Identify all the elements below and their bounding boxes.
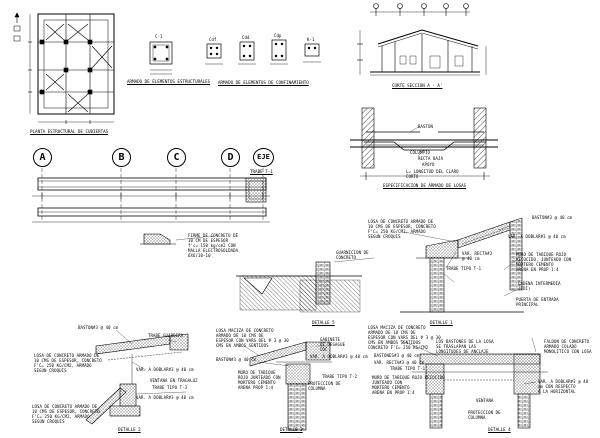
note-baston-lengths: LOS BASTONES DE LA LOSA SE TRASLAPAN LAS… bbox=[436, 339, 494, 354]
note-cadena-d1: CADENA INTERMEDIA (CDI) bbox=[518, 281, 561, 291]
note-losa-d2b: LOSA DE CONCRETO ARMADO DE 10 CMS DE ESP… bbox=[32, 404, 100, 424]
slab-columpio-label: COLUMPIO bbox=[410, 150, 431, 155]
note-guarnicion: GUARNICION DE CONCRETO bbox=[336, 250, 369, 260]
note-losa-d2: LOSA DE CONCRETO ARMADO DE 10 CMS DE ESP… bbox=[34, 353, 102, 373]
tag-c1: C-1 bbox=[155, 34, 163, 39]
title-detail-3: DETALLE 3 bbox=[280, 427, 303, 432]
slab-longitud-label: L= LONGITUD DEL CLARO CORTO bbox=[406, 169, 459, 179]
title-confinement-reinforcement: ARMADO DE ELEMENTOS DE CONFINAMIENTO bbox=[218, 80, 309, 85]
slab-recta-baja-label: RECTA BAJA bbox=[418, 156, 444, 161]
title-detail-2: DETALLE 2 bbox=[118, 427, 141, 432]
leader-lines bbox=[115, 225, 537, 395]
cross-section-a-a bbox=[357, 3, 487, 76]
beam-elevation bbox=[32, 168, 270, 223]
note-var-d2b: VAR. A DOBLAR#3 @ 40 cm bbox=[136, 395, 194, 400]
detail-1-canopy bbox=[400, 217, 524, 313]
slab-reinforcement-spec bbox=[350, 107, 498, 180]
slab-apoyo-label: APOYO bbox=[422, 162, 435, 167]
slab-baston-label: BASTON bbox=[418, 124, 434, 129]
note-baston-d3: BASTON#3 @ 40 cm bbox=[216, 357, 257, 362]
trabe-t1-section bbox=[245, 177, 267, 203]
title-detail-5: DETALLE 5 bbox=[312, 320, 335, 325]
detail-5-ground bbox=[236, 261, 362, 313]
note-trabe-t2: TRABE TIPO T-2 bbox=[322, 374, 358, 379]
tag-cdd: Cdd bbox=[242, 35, 250, 40]
axis-bubble-c: C bbox=[167, 148, 186, 167]
note-var-recta-d4: VAR. RECTA#3 @ 40 cm bbox=[374, 360, 425, 365]
detail-2-skylight bbox=[85, 333, 189, 425]
detail-4-faldon bbox=[412, 353, 548, 429]
note-baston-d1: BASTON#3 @ 40 cm bbox=[532, 215, 573, 220]
column-sections bbox=[149, 39, 321, 75]
title-trabe-t1: TRABE T-1 bbox=[250, 169, 273, 174]
title-section-a-a: CORTE SECCION A - A' bbox=[392, 83, 443, 88]
firme-detail bbox=[140, 233, 176, 245]
note-var-d2: VAR. A DOBLAR#3 @ 40 cm bbox=[136, 367, 194, 372]
note-firme: FIRME DE CONCRETO DE 10 CM DE ESPESOR f'… bbox=[188, 233, 239, 258]
note-trabe-t3: TRABE TIPO T-3 bbox=[152, 385, 188, 390]
note-var-d4: VAR. A DOBLAR#3 @ 40 cm CON RESPECTO A L… bbox=[538, 379, 589, 394]
note-proteccion-d4: PROTECCION DE COLUMNA bbox=[468, 410, 501, 420]
title-slab-spec: ESPECIFICACION DE ARMADO DE LOSAS bbox=[383, 183, 467, 188]
note-trabe-t1-d4: TRABE TIPO T-1 bbox=[390, 366, 426, 371]
note-gabinete-d3: GABINETE DE DESAGUE CDC bbox=[320, 337, 346, 352]
note-faldon: FALDON DE CONCRETO ARMADO COLADO MONOLIT… bbox=[544, 339, 592, 354]
note-trabe-d1: TRABE TIPO T-1 bbox=[446, 266, 482, 271]
axis-bubble-e: EJE bbox=[253, 148, 274, 167]
note-muro-d4: MURO DE TABIQUE ROJO RECOCIDO JUNTEADO C… bbox=[372, 375, 445, 395]
note-losa-d4: LOSA MACIZA DE CONCRETO ARMADO DE 10 CMS… bbox=[368, 325, 441, 350]
tag-cdp: Cdp bbox=[274, 33, 282, 38]
note-muro-d3: MURO DE TABIQUE ROJO JUNTEADO CON MORTER… bbox=[238, 370, 281, 390]
title-detail-4: DETALLE 4 bbox=[488, 427, 511, 432]
detail-3-parapet bbox=[249, 341, 332, 431]
note-proteccion-d3: PROTECCION DE COLUMNA bbox=[308, 381, 341, 391]
axis-bubble-a: A bbox=[33, 148, 52, 167]
note-puerta-d1: PUERTA DE ENTRADA PRINCIPAL bbox=[516, 297, 559, 307]
note-muro-d1: MURO DE TABIQUE ROJO RECOCIDO, JUNTEADO … bbox=[516, 252, 572, 272]
axis-bubble-b: B bbox=[112, 148, 131, 167]
note-var-d3: VAR. A DOBLAR#3 @ 40 cm bbox=[310, 354, 368, 359]
axis-bubble-d: D bbox=[221, 148, 240, 167]
title-detail-1: DETALLE 1 bbox=[430, 320, 453, 325]
note-ventana: VENTANA bbox=[476, 398, 494, 403]
note-baston-d2: BASTON#3 @ 40 cm bbox=[78, 325, 119, 330]
title-structural-reinforcement: ARMADO DE ELEMENTOS ESTRUCTURALES bbox=[127, 79, 211, 84]
note-trabe-d2: TRABE GUARDERA bbox=[148, 333, 184, 338]
note-ventana-d2: VENTANA EN TRAGALUZ bbox=[150, 378, 198, 383]
tag-k1: K-1 bbox=[307, 37, 315, 42]
title-roof-plan: PLANTA ESTRUCTURAL DE CUBIERTAS bbox=[30, 129, 109, 134]
note-losa-d1: LOSA DE CONCRETO ARMADO DE 10 CMS DE ESP… bbox=[368, 219, 436, 239]
roof-structural-plan bbox=[13, 12, 115, 124]
note-losa-d3: LOSA MACIZA DE CONCRETO ARMADO DE 10 CMS… bbox=[216, 328, 289, 348]
note-var-d1: VAR. A DOBLAR#3 @ 40 cm bbox=[508, 234, 566, 239]
note-bastones-d4: BASTONES#3 @ 40 cm bbox=[374, 353, 420, 358]
tag-cdf: Cdf bbox=[209, 37, 217, 42]
note-var-recta-d1: VAR. RECTA#3 @ 40 cm bbox=[462, 251, 493, 261]
